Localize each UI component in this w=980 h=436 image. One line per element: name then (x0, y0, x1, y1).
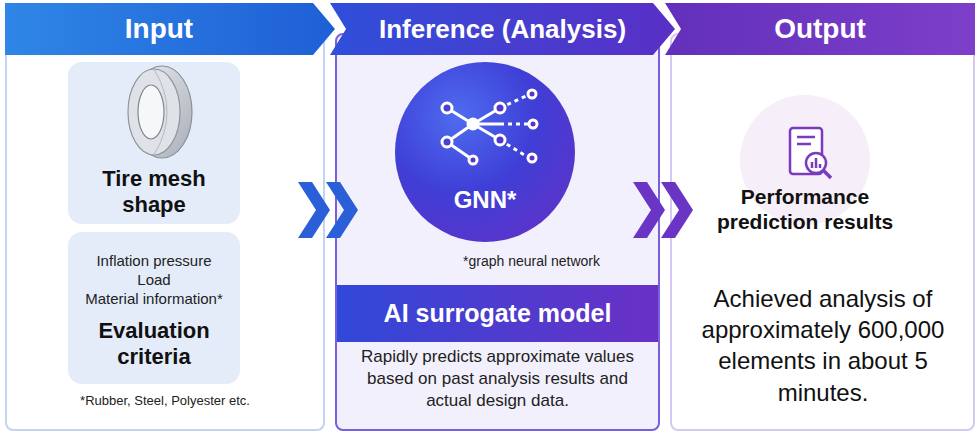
output-panel: OutputAchieved analysis of approximately… (670, 3, 975, 431)
input-item-box: Tire mesh shape (68, 62, 240, 224)
footnote: *graph neural network (463, 253, 653, 270)
chevron-arrow (326, 182, 358, 238)
panel-header: Input (5, 3, 313, 55)
parameter-text: Material information* (72, 290, 236, 308)
item-label: Tire mesh shape (74, 166, 234, 219)
parameter-text: Inflation pressure (72, 252, 236, 270)
model-band: AI surrogate model (337, 285, 658, 342)
gnn-circle: GNN* (395, 62, 575, 242)
description-text: Rapidly predicts approximate values base… (345, 346, 650, 412)
report-icon (790, 128, 831, 178)
item-label: Performance prediction results (700, 184, 910, 234)
footnote: *Rubber, Steel, Polyester etc. (13, 393, 317, 409)
input-panel: Input *Rubber, Steel, Polyester etc. Tire … (5, 3, 325, 431)
circle-label: GNN* (395, 186, 575, 215)
band-label: AI surrogate model (337, 285, 658, 342)
parameter-text: Load (72, 271, 236, 289)
input-item-box: Inflation pressureLoadMaterial informati… (68, 232, 240, 384)
result-item: Performance prediction results (700, 92, 910, 242)
chevron-arrow (633, 182, 665, 238)
inference-panel: Inference (Analysis)*graph neural networ… (335, 3, 660, 431)
result-text: Achieved analysis of approximately 600,0… (678, 283, 968, 408)
network-icon (442, 90, 537, 164)
item-label: Evaluation criteria (74, 318, 234, 371)
panel-header: Inference (Analysis) (330, 3, 675, 55)
tire-illustration (128, 66, 192, 158)
chevron-arrow (298, 182, 330, 238)
chevron-arrow (661, 182, 693, 238)
panel-header: Output (665, 3, 975, 55)
